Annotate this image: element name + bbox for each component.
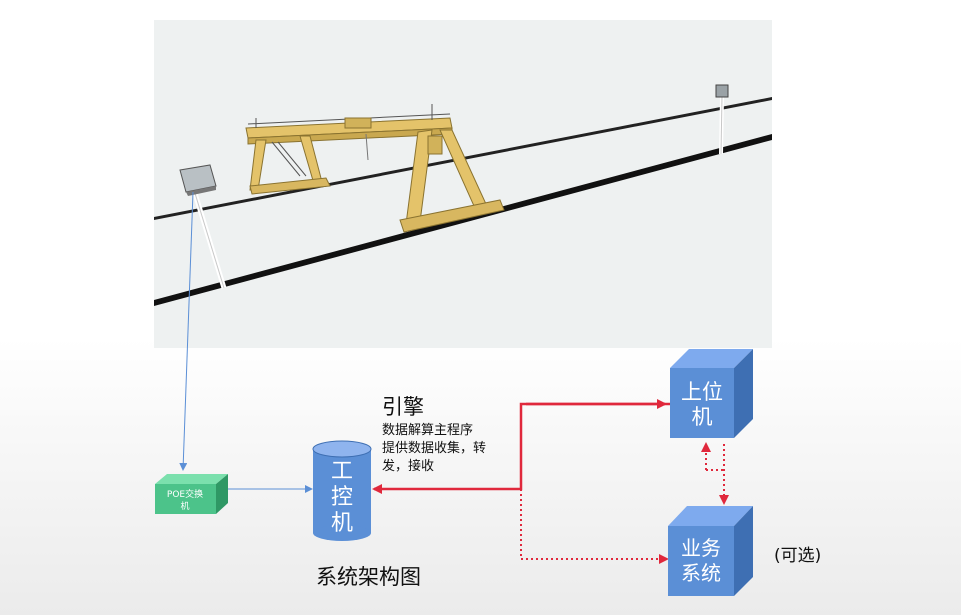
server-cube-business: 业务 系统 — [668, 506, 753, 596]
engine-desc-line3: 发，接收 — [382, 458, 434, 474]
upper-label-line1: 上位 — [681, 380, 723, 404]
scene-panel — [154, 20, 772, 471]
connector-arrows — [372, 399, 729, 564]
camera-sensor-icon — [179, 164, 227, 289]
rail-front — [154, 134, 772, 306]
engine-desc-line1: 数据解算主程序 — [382, 423, 473, 438]
camera-sensor-icon — [715, 84, 729, 155]
gantry-crane-icon — [245, 104, 505, 233]
ipc-label-char1: 工 — [331, 459, 353, 484]
business-label-line2: 系统 — [681, 561, 721, 585]
business-label-line1: 业务 — [681, 536, 721, 560]
poe-label-line2: 机 — [180, 500, 189, 512]
server-cube-upper: 上位 机 — [670, 349, 753, 438]
camera-to-poe-link — [179, 191, 194, 471]
database-cylinder: 工 控 机 — [312, 440, 372, 541]
engine-title: 引擎 — [382, 395, 424, 419]
upper-label-line2: 机 — [692, 405, 713, 429]
poe-label-line1: POE交换 — [167, 488, 203, 500]
optional-note: (可选) — [774, 546, 821, 566]
diagram-caption: 系统架构图 — [316, 565, 421, 589]
ipc-label-char3: 机 — [331, 511, 353, 536]
ipc-to-business-dotted-arrow — [520, 489, 669, 564]
ipc-label-char2: 控 — [331, 485, 353, 510]
poe-switch-box: POE交换 机 — [155, 474, 228, 514]
engine-desc-line2: 提供数据收集，转 — [382, 440, 486, 456]
engine-annotation: 引擎 数据解算主程序 提供数据收集，转 发，接收 — [382, 395, 486, 474]
